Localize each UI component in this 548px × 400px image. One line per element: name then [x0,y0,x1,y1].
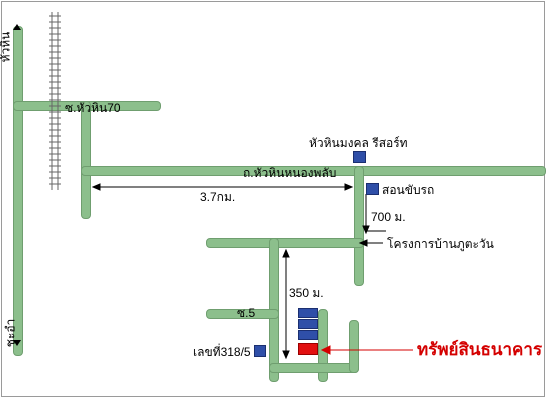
label-distance-350m: 350 ม. [289,286,324,300]
soi-5-road [206,309,279,319]
label-resort: หัวหินมงคล รีสอร์ท [309,136,408,150]
project-pointer-arrow [358,239,383,247]
label-soi-5: ซ.5 [237,306,256,320]
resort-building [353,151,366,163]
row-house-1 [298,308,318,318]
driving-school-building [366,183,379,195]
house-318-5-building [254,345,266,357]
label-driving-school: สอนขับรถ [382,183,435,197]
distance-arrow-3-7km [91,183,354,191]
north-arrow-icon [13,24,21,30]
label-soi-70: ซ.หัวหิน70 [65,101,121,115]
bank-asset-building [298,343,318,355]
row-house-2 [298,319,318,329]
south-arrow-icon [13,340,21,346]
label-distance-3-7km: 3.7กม. [200,190,236,204]
label-hua-hin: หัวหิน [0,31,13,63]
label-main-road: ถ.หัวหินหนองพลับ [243,166,337,180]
label-cha-am: ชะอำ [3,318,18,348]
asset-pointer-arrow [320,345,413,355]
railway-track [51,12,59,190]
connector-road-to-main [81,101,91,219]
hua-hin-nong-phlap-road [81,166,546,176]
asset-right-road [349,320,359,373]
label-bank-asset: ทรัพย์สินธนาคาร [417,340,543,359]
label-distance-700m: 700 ม. [371,210,406,224]
label-house-number: เลขที่318/5 [193,345,251,359]
row-house-3 [298,330,318,340]
distance-arrow-700m [362,194,386,235]
distance-arrow-350m [282,248,290,360]
asset-vertical-road [318,309,328,382]
label-project: โครงการบ้านภูตะวัน [387,237,494,251]
